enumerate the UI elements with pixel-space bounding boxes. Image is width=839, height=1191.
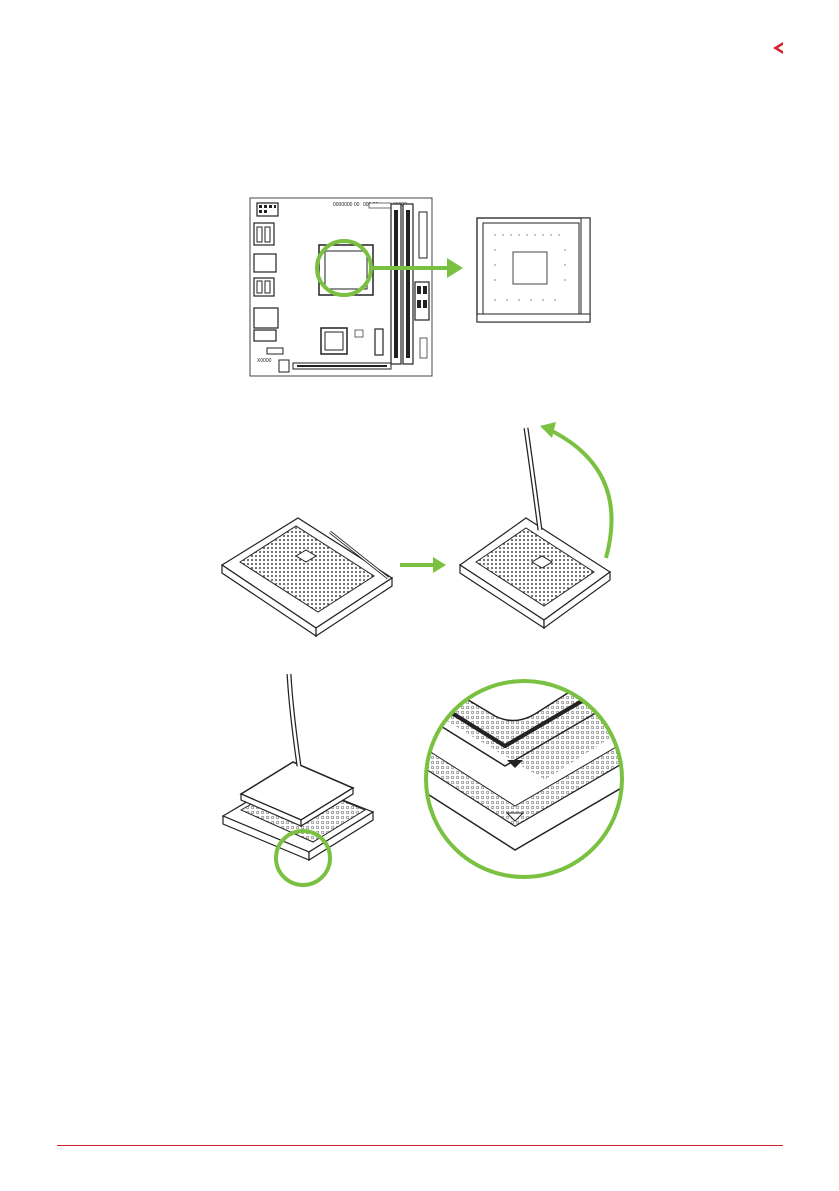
cpu-on-socket <box>223 674 373 885</box>
socket-zoom-view <box>477 218 590 322</box>
atx-connector <box>419 212 427 258</box>
pin-one-zoom-view <box>415 670 625 890</box>
footer-rule <box>57 1145 783 1146</box>
pcie-slot-small <box>267 348 283 354</box>
motherboard-diagram: 0000000 00 000 00 00000 X0000 <box>245 190 605 380</box>
front-panel-header <box>420 338 427 358</box>
m2-slot <box>375 329 383 355</box>
board-label-1: 0000000 00 <box>333 202 360 208</box>
fan-header <box>369 203 391 208</box>
board-label-4: X0000 <box>257 358 272 364</box>
power-connector <box>257 203 278 216</box>
arrow-right-icon <box>433 557 446 573</box>
socket-lever-closed <box>222 518 392 636</box>
io-block-5 <box>254 330 276 341</box>
io-block-2 <box>254 254 276 272</box>
io-block-4 <box>254 308 278 328</box>
cpu-alignment-diagram <box>215 670 625 890</box>
socket-lever-diagram <box>210 410 630 650</box>
back-chevron-icon[interactable] <box>768 38 788 58</box>
arrow-right-icon <box>447 258 463 278</box>
